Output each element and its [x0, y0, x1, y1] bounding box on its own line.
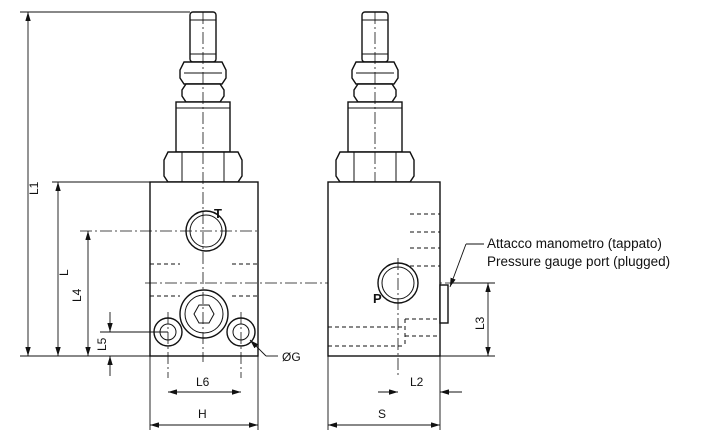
gauge-port-plug: [439, 284, 449, 324]
gauge-port-note: Attacco manometro (tappato) Pressure gau…: [449, 236, 670, 288]
note-line-english: Pressure gauge port (plugged): [487, 254, 670, 269]
dim-l3-label: L3: [473, 316, 487, 330]
dim-l6-label: L6: [196, 375, 210, 389]
dim-l2-label: L2: [410, 375, 424, 389]
dim-og-label: ØG: [282, 350, 301, 364]
dim-l5-label: L5: [95, 337, 109, 351]
note-line-italian: Attacco manometro (tappato): [487, 236, 662, 251]
dimensions: L1 L L4 L5 L6 H ØG L2 S: [20, 11, 495, 430]
dim-l4-label: L4: [70, 288, 84, 302]
dim-l-label: L: [57, 269, 71, 276]
port-p-label: P: [373, 291, 382, 306]
dim-l1-label: L1: [27, 181, 41, 195]
port-t-label: T: [214, 206, 222, 221]
side-view: P: [327, 11, 449, 378]
dim-h-label: H: [198, 407, 207, 421]
dim-s-label: S: [378, 407, 386, 421]
